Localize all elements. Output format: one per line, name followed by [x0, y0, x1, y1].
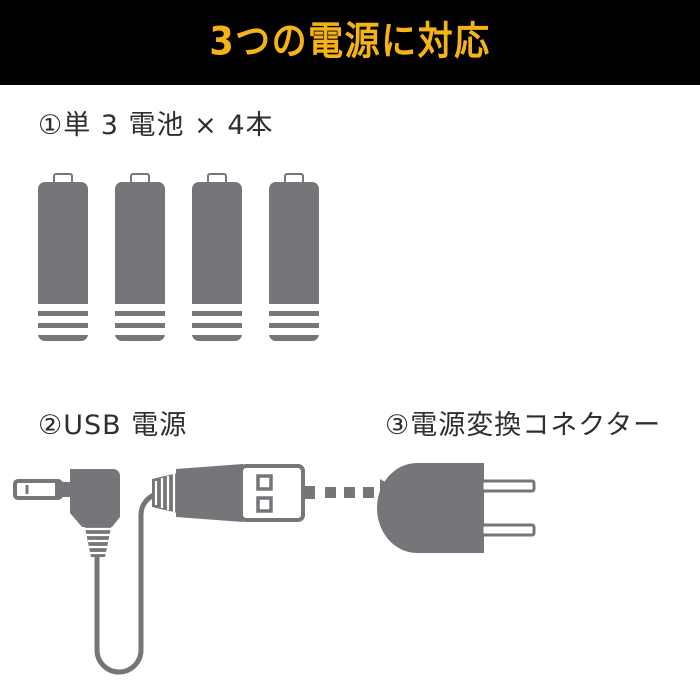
battery-body [269, 182, 319, 341]
battery-illustration-group [38, 163, 328, 343]
battery-stripe [115, 304, 165, 311]
battery-body [115, 182, 165, 341]
battery-terminal [53, 173, 73, 184]
battery-terminal [207, 173, 227, 184]
battery-icon [269, 173, 319, 341]
battery-terminal [284, 173, 304, 184]
battery-stripe [192, 304, 242, 311]
battery-stripe [269, 316, 319, 323]
battery-stripe [192, 316, 242, 323]
ac-plug-prong [480, 479, 536, 493]
battery-stripe [115, 316, 165, 323]
battery-body [192, 182, 242, 341]
battery-icon [115, 173, 165, 341]
cable-illustration-group [0, 455, 700, 700]
dc-barrel-tip [13, 479, 63, 500]
battery-body [38, 182, 88, 341]
battery-terminal [130, 173, 150, 184]
section-label-adapter: ③電源変換コネクター [385, 410, 662, 441]
usb-strain-relief-ribs [154, 474, 176, 512]
header-banner: 3つの電源に対応 [0, 0, 700, 85]
dc-plug-body [70, 469, 120, 527]
dc-strain-relief-ribs [85, 527, 111, 555]
usb-shell-notch [256, 474, 273, 491]
usb-cable-wire [94, 490, 176, 675]
section-label-usb: ②USB 電源 [38, 410, 188, 441]
ac-plug-body [377, 463, 484, 553]
ac-plug-prong [480, 523, 536, 537]
page-title: 3つの電源に対応 [209, 19, 491, 65]
battery-stripe [269, 328, 319, 335]
battery-stripe [192, 328, 242, 335]
usb-strain-relief [152, 473, 178, 513]
usb-shell-notch [256, 496, 273, 513]
battery-icon [38, 173, 88, 341]
battery-stripe [38, 304, 88, 311]
usb-plug-body [176, 464, 243, 522]
battery-icon [192, 173, 242, 341]
usb-tip-tab [305, 486, 315, 499]
battery-stripe [38, 328, 88, 335]
battery-stripe [115, 328, 165, 335]
battery-stripe [38, 316, 88, 323]
section-label-batteries: ①単 3 電池 × 4本 [38, 110, 274, 141]
battery-stripe [269, 304, 319, 311]
